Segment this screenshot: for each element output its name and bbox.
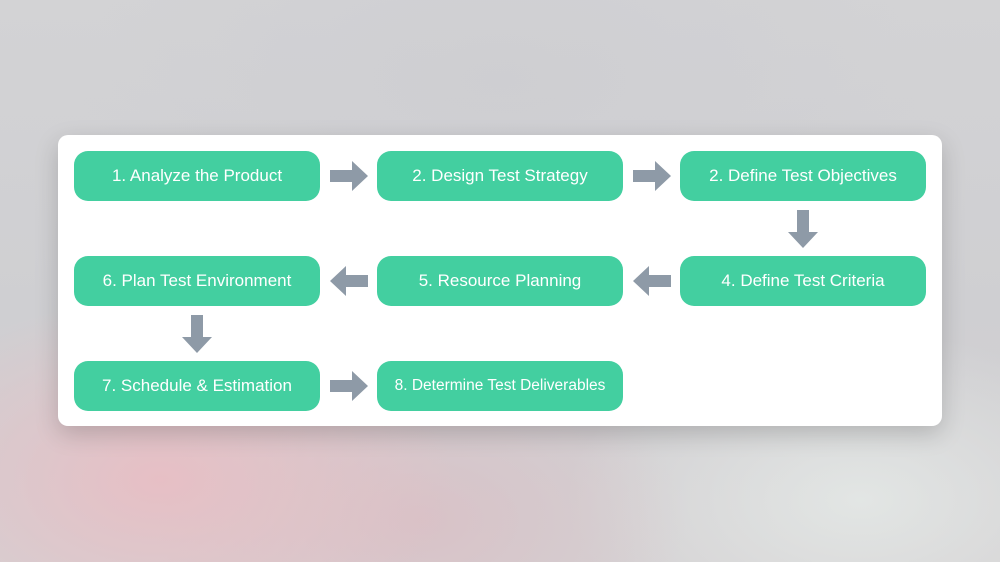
- flowchart-card: 1. Analyze the Product 2. Design Test St…: [58, 135, 942, 426]
- step-4-define-test-criteria: 4. Define Test Criteria: [680, 256, 926, 306]
- arrow-down-icon: [182, 315, 212, 353]
- step-6-plan-test-environment: 6. Plan Test Environment: [74, 256, 320, 306]
- step-label: 2. Design Test Strategy: [412, 166, 588, 185]
- arrow-right-icon: [330, 371, 368, 401]
- step-label: 5. Resource Planning: [418, 271, 582, 290]
- step-8-determine-test-deliverables: 8. Determine Test Deliverables: [377, 361, 623, 411]
- step-label: 6. Plan Test Environment: [102, 271, 292, 290]
- step-3-define-test-objectives: 2. Define Test Objectives: [680, 151, 926, 201]
- arrow-left-icon: [330, 266, 368, 296]
- step-label: 8. Determine Test Deliverables: [394, 377, 606, 394]
- arrow-left-icon: [633, 266, 671, 296]
- arrow-right-icon: [330, 161, 368, 191]
- step-label: 2. Define Test Objectives: [709, 166, 897, 185]
- step-1-analyze-product: 1. Analyze the Product: [74, 151, 320, 201]
- arrow-right-icon: [633, 161, 671, 191]
- step-label: 7. Schedule & Estimation: [102, 376, 292, 395]
- step-label: 4. Define Test Criteria: [721, 271, 885, 290]
- step-2-design-test-strategy: 2. Design Test Strategy: [377, 151, 623, 201]
- arrow-down-icon: [788, 210, 818, 248]
- step-7-schedule-estimation: 7. Schedule & Estimation: [74, 361, 320, 411]
- step-5-resource-planning: 5. Resource Planning: [377, 256, 623, 306]
- step-label: 1. Analyze the Product: [111, 166, 283, 185]
